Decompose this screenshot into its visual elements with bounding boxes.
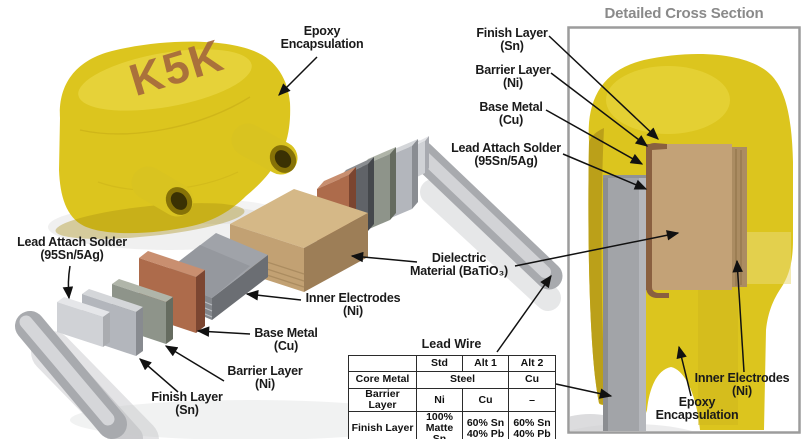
label-epoxy-encapsulation: Epoxy Encapsulation xyxy=(280,24,364,52)
cell-core-std-alt1: Steel xyxy=(416,371,509,389)
exploded-right-group xyxy=(317,136,563,311)
arrow-table-to-cs-wire xyxy=(555,383,613,399)
arrow-lead-wire-title xyxy=(496,274,552,353)
label-epoxy-encapsulation-cs: Epoxy Encapsulation xyxy=(655,395,739,423)
lead-wire-left xyxy=(15,311,127,439)
header-alt2: Alt 2 xyxy=(508,355,556,372)
label-dielectric-material: Dielectric Material (BaTiO₃) xyxy=(409,251,508,279)
cs-chip xyxy=(646,143,747,298)
cs-lead-wire xyxy=(603,175,646,431)
cell-finish-alt2: 60% Sn 40% Pb xyxy=(508,411,556,439)
cell-finish-std: 100% Matte Sn xyxy=(416,411,463,439)
arrow-lead-attach-left xyxy=(62,265,74,300)
label-finish-layer-left: Finish Layer (Sn) xyxy=(151,390,223,418)
arrow-base-left xyxy=(196,326,251,337)
cell-core-alt2: Cu xyxy=(508,371,556,389)
arrow-lead-attach-right xyxy=(562,153,648,190)
annotation-arrows xyxy=(62,35,745,399)
arrow-epoxy-cs xyxy=(676,345,692,397)
row-label: Core Metal xyxy=(348,371,417,389)
solder-plate-left xyxy=(57,297,110,347)
label-inner-electrodes-cs: Inner Electrodes (Ni) xyxy=(694,371,790,399)
header-blank xyxy=(348,355,417,372)
cell-barrier-alt1: Cu xyxy=(462,387,509,413)
label-inner-electrodes: Inner Electrodes (Ni) xyxy=(305,291,401,319)
row-label: Finish Layer xyxy=(348,411,417,439)
label-lead-attach-solder-right: Lead Attach Solder (95Sn/5Ag) xyxy=(451,141,561,169)
label-barrier-layer-right: Barrier Layer (Ni) xyxy=(475,63,551,91)
lead-wire-table-title: Lead Wire xyxy=(421,337,482,351)
header-alt1: Alt 1 xyxy=(462,355,509,372)
row-label: Barrier Layer xyxy=(348,387,417,413)
arrow-dielectric-left xyxy=(350,251,418,263)
cell-finish-alt1: 60% Sn 40% Pb xyxy=(462,411,509,439)
arrow-barrier-left xyxy=(164,345,225,382)
cs-epoxy-left-lobe xyxy=(588,128,606,405)
table-row-core-metal: Core Metal Steel Cu xyxy=(348,371,556,389)
arrow-barrier-right xyxy=(550,72,649,147)
table-row-finish-layer: Finish Layer 100% Matte Sn 60% Sn 40% Pb… xyxy=(348,411,556,439)
cell-barrier-alt2: – xyxy=(508,387,556,413)
label-lead-attach-solder-left: Lead Attach Solder (95Sn/5Ag) xyxy=(17,235,127,263)
arrow-finish-left xyxy=(139,358,179,393)
label-barrier-layer-left: Barrier Layer (Ni) xyxy=(227,364,303,392)
header-std: Std xyxy=(416,355,463,372)
cross-section-title: Detailed Cross Section xyxy=(604,5,764,22)
arrow-inner-electrodes xyxy=(245,290,302,301)
arrow-finish-right xyxy=(548,35,659,140)
label-base-metal-right: Base Metal (Cu) xyxy=(479,100,543,128)
epoxy-capacitor-3d xyxy=(55,41,298,239)
arrow-base-right xyxy=(545,109,644,165)
dielectric-block xyxy=(229,189,368,292)
arrow-dielectric-cs xyxy=(514,230,680,267)
label-finish-layer-right: Finish Layer (Sn) xyxy=(476,26,548,54)
lead-wire-table: Std Alt 1 Alt 2 Core Metal Steel Cu Barr… xyxy=(348,355,556,439)
lead-tube-lower xyxy=(131,166,194,217)
cross-section-border xyxy=(567,26,801,434)
lead-tube-upper xyxy=(231,123,298,175)
arrow-epoxy-top xyxy=(278,56,318,96)
cell-barrier-std: Ni xyxy=(416,387,463,413)
arrow-inner-electrodes-cs xyxy=(732,259,745,373)
table-row-barrier-layer: Barrier Layer Ni Cu – xyxy=(348,387,556,413)
label-base-metal-left: Base Metal (Cu) xyxy=(254,326,318,354)
lead-wire-right xyxy=(407,140,563,290)
table-header-row: Std Alt 1 Alt 2 xyxy=(348,355,556,372)
